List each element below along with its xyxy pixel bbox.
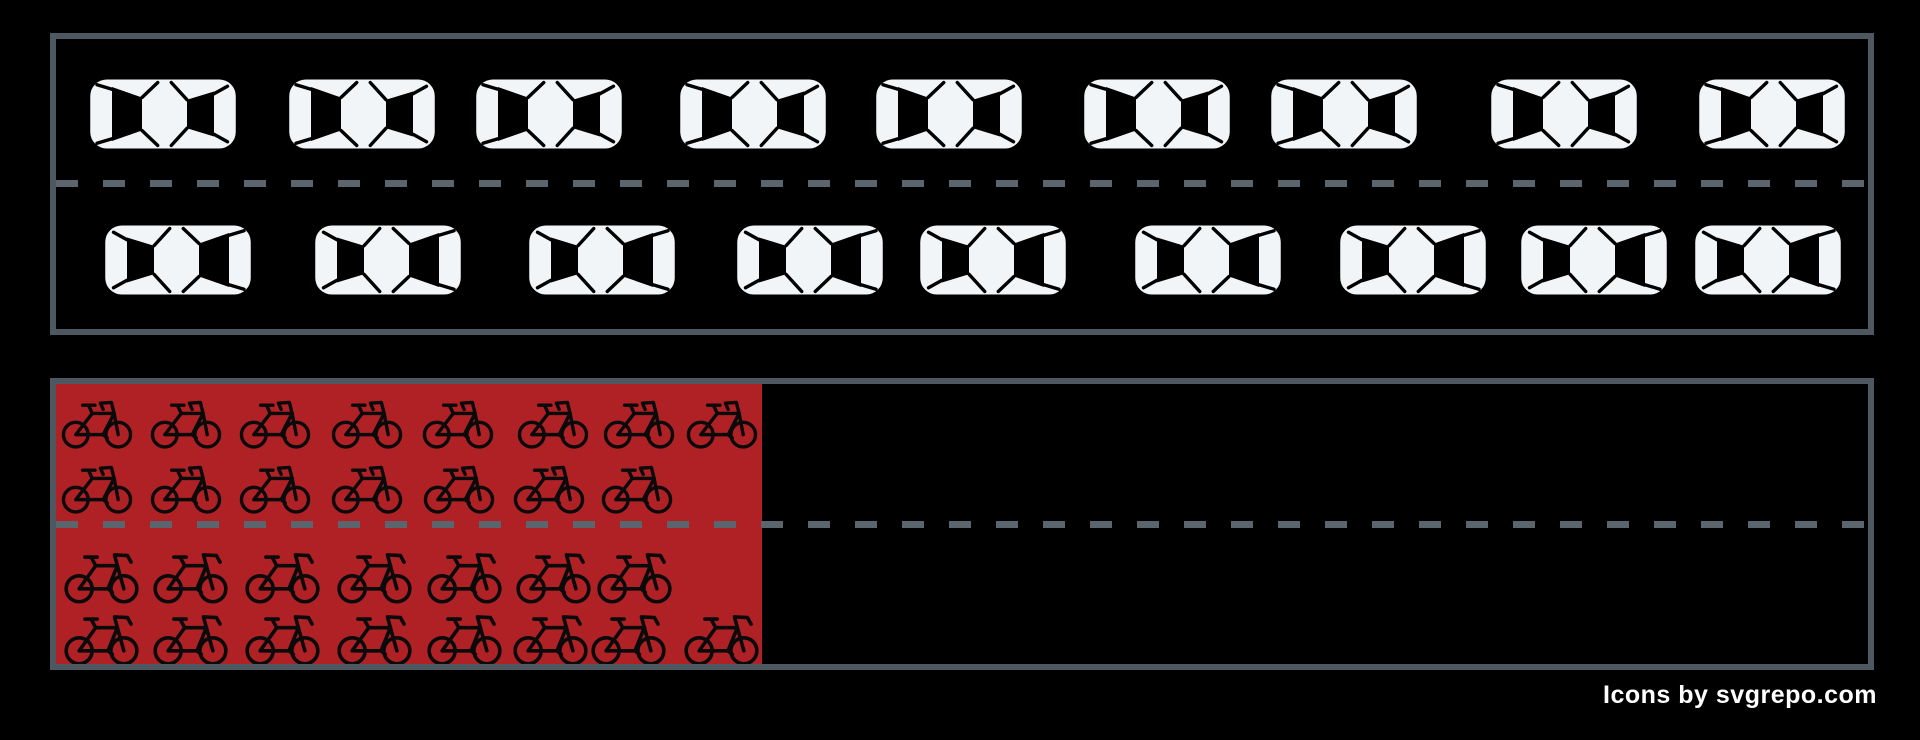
car-road-center-dash-line [56, 180, 1868, 187]
bike-road-outline [50, 378, 1874, 670]
car-road-outline [50, 33, 1874, 335]
icon-credit-text: Icons by svgrepo.com [1603, 681, 1877, 709]
bike-road-center-dash-line [56, 521, 1868, 528]
